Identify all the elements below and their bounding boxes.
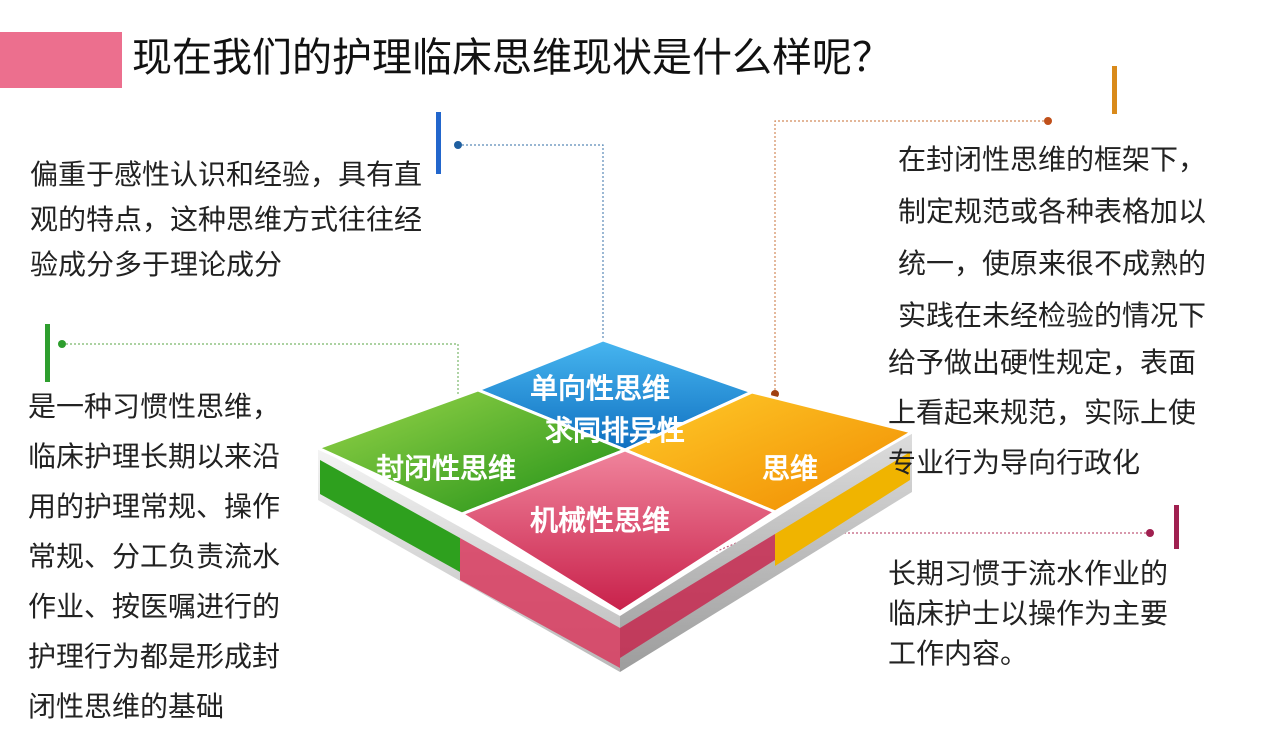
edge-orange [775,452,910,566]
connector-top [458,144,604,366]
quadrant-top-label: 单向性思维 [530,372,670,405]
left-bottom-text: 是一种习惯性思维， 临床护理长期以来沿 用的护理常规、操作 常规、分工负责流水 … [28,390,281,723]
right-bottom-text: 长期习惯于流水作业的 临床护士以操作为主要 工作内容。 [888,557,1169,670]
marker-blue [436,112,441,174]
marker-red [1174,505,1179,549]
marker-orange [1112,66,1117,114]
quadrant-right-label: 思维 [762,452,818,485]
edge-green [320,460,460,572]
quadrant-bottom [458,448,779,614]
right-mid-text: 给予做出硬性规定，表面 上看起来规范，实际上使 专业行为导向行政化 [888,346,1197,479]
edge-red [460,538,620,668]
right-top-text: 在封闭性思维的框架下， 制定规范或各种表格加以 统一，使原来很不成熟的 实践在未… [898,143,1207,332]
page-title: 现在我们的护理临床思维现状是什么样呢？ [132,35,892,81]
quadrant-left-label: 封闭性思维 [376,452,516,485]
quadrant-bottom-label: 机械性思维 [530,504,670,537]
edge-red-right [620,534,775,658]
quadrant-top-sublabel: 求同排异性 [545,414,685,447]
marker-green [45,324,50,382]
connector-right [774,120,1048,394]
title-accent-bar [0,32,122,88]
left-top-text: 偏重于感性认识和经验，具有直 观的特点，这种思维方式往往经 验成分多于理论成分 [30,158,423,281]
